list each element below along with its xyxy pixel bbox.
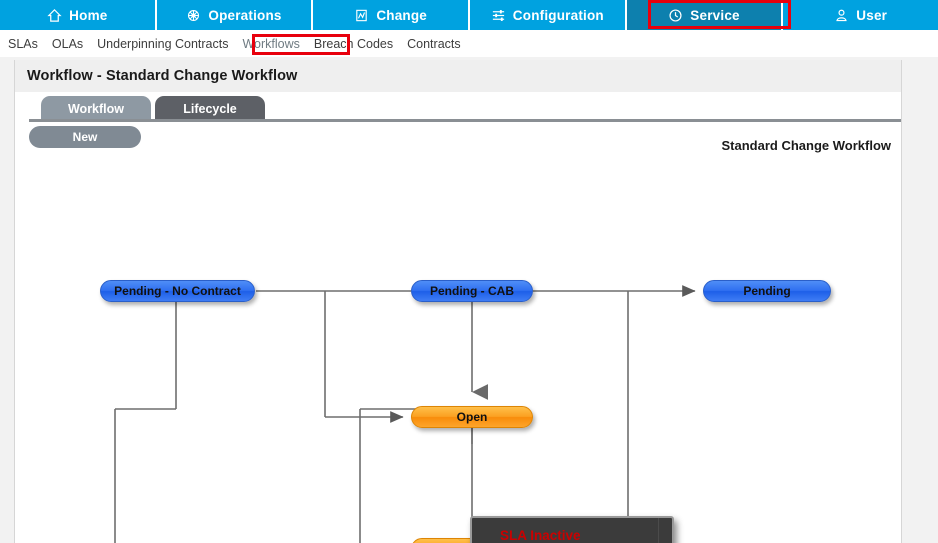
subnav-item-workflows[interactable]: Workflows	[242, 36, 300, 51]
node-label: Pending	[743, 284, 791, 298]
nav-item-home-label: Home	[69, 7, 108, 23]
subnav-item-breach-codes[interactable]: Breach Codes	[313, 36, 394, 51]
panel-header: Workflow - Standard Change Workflow	[15, 60, 901, 93]
person-icon	[834, 8, 849, 23]
workflow-node-pending[interactable]: Pending	[703, 280, 831, 302]
nav-item-user-label: User	[856, 7, 888, 23]
page-title: Workflow - Standard Change Workflow	[27, 68, 298, 84]
tooltip-title: SLA Inactive	[500, 528, 581, 543]
workflow-diagram-canvas: Pending - No Contract Pending - CAB Pend…	[15, 164, 901, 543]
sliders-icon	[491, 8, 506, 23]
node-label: Pending - No Contract	[114, 284, 241, 298]
clock-icon	[668, 8, 683, 23]
tab-workflow[interactable]: Workflow	[41, 96, 151, 122]
panel-toolbar: New	[15, 122, 901, 152]
node-label: Pending - CAB	[430, 284, 514, 298]
subnav-item-contracts[interactable]: Contracts	[407, 36, 461, 51]
subnav-item-underpinning-contracts[interactable]: Underpinning Contracts	[97, 36, 229, 51]
node-label: Open	[456, 410, 488, 424]
workflow-connector-lines	[114, 285, 696, 543]
tab-lifecycle[interactable]: Lifecycle	[155, 96, 265, 122]
tab-workflow-label: Workflow	[67, 102, 125, 116]
nav-item-configuration[interactable]: Configuration	[470, 0, 627, 30]
home-icon	[47, 8, 62, 23]
nav-item-operations[interactable]: Operations	[157, 0, 314, 30]
workflow-node-pending-no-contract[interactable]: Pending - No Contract	[100, 280, 255, 302]
nav-item-service[interactable]: Service	[626, 0, 784, 30]
nav-item-change[interactable]: Change	[313, 0, 471, 30]
nav-item-operations-label: Operations	[208, 7, 282, 23]
nav-item-configuration-label: Configuration	[512, 7, 604, 23]
panel-tabstrip: Workflow Lifecycle	[15, 93, 901, 122]
content-panel: Workflow - Standard Change Workflow Work…	[14, 60, 902, 543]
nav-item-change-label: Change	[376, 7, 428, 23]
nav-item-home[interactable]: Home	[0, 0, 157, 30]
workflow-node-pending-cab[interactable]: Pending - CAB	[411, 280, 533, 302]
nav-item-service-label: Service	[690, 7, 740, 23]
new-button[interactable]: New	[29, 126, 141, 148]
subnav-item-olas[interactable]: OLAs	[51, 36, 84, 51]
change-chart-icon	[354, 8, 369, 23]
diagram-title: Standard Change Workflow	[721, 138, 892, 153]
gear-wheel-icon	[186, 8, 201, 23]
primary-navigation-bar: Home Operations	[0, 0, 938, 30]
workflow-node-open[interactable]: Open	[411, 406, 533, 428]
nav-item-user[interactable]: User	[783, 0, 938, 30]
new-button-label: New	[72, 130, 98, 144]
secondary-navigation-bar: SLAs OLAs Underpinning Contracts Workflo…	[0, 30, 938, 57]
subnav-item-slas[interactable]: SLAs	[8, 36, 38, 51]
tab-lifecycle-label: Lifecycle	[183, 102, 237, 116]
sla-tooltip-popup: SLA Inactive • Prior States Open Pending…	[470, 516, 674, 543]
tabstrip-underline	[29, 119, 901, 122]
